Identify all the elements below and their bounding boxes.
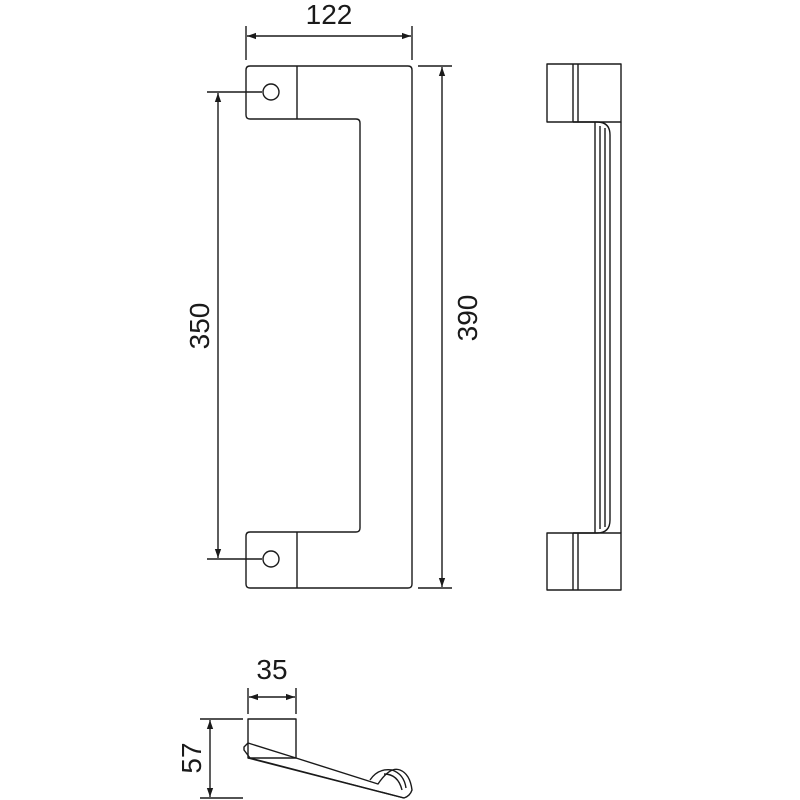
top-screw-hole (262, 83, 280, 101)
side-grip-bar (573, 121, 611, 534)
dimension-depth (247, 688, 297, 714)
dimension-width (245, 26, 413, 60)
inner-height-label: 350 (184, 303, 215, 350)
side-bottom-mount (546, 532, 622, 591)
dimension-hole-spacing (207, 91, 262, 560)
handle-outline (245, 65, 413, 589)
overall-height-label: 390 (452, 295, 483, 342)
profile-arm (243, 742, 413, 799)
profile-view (243, 718, 413, 799)
width-label: 122 (306, 0, 353, 30)
profile-mount-block (247, 718, 297, 759)
depth-label: 35 (256, 654, 287, 685)
side-view (546, 63, 622, 591)
side-top-mount (546, 63, 622, 123)
dimension-projection (200, 718, 243, 799)
bottom-screw-hole (262, 550, 280, 568)
dimension-overall-height (418, 65, 452, 589)
profile-end-cap (369, 769, 407, 789)
front-view (245, 65, 413, 589)
projection-label: 57 (176, 742, 207, 773)
